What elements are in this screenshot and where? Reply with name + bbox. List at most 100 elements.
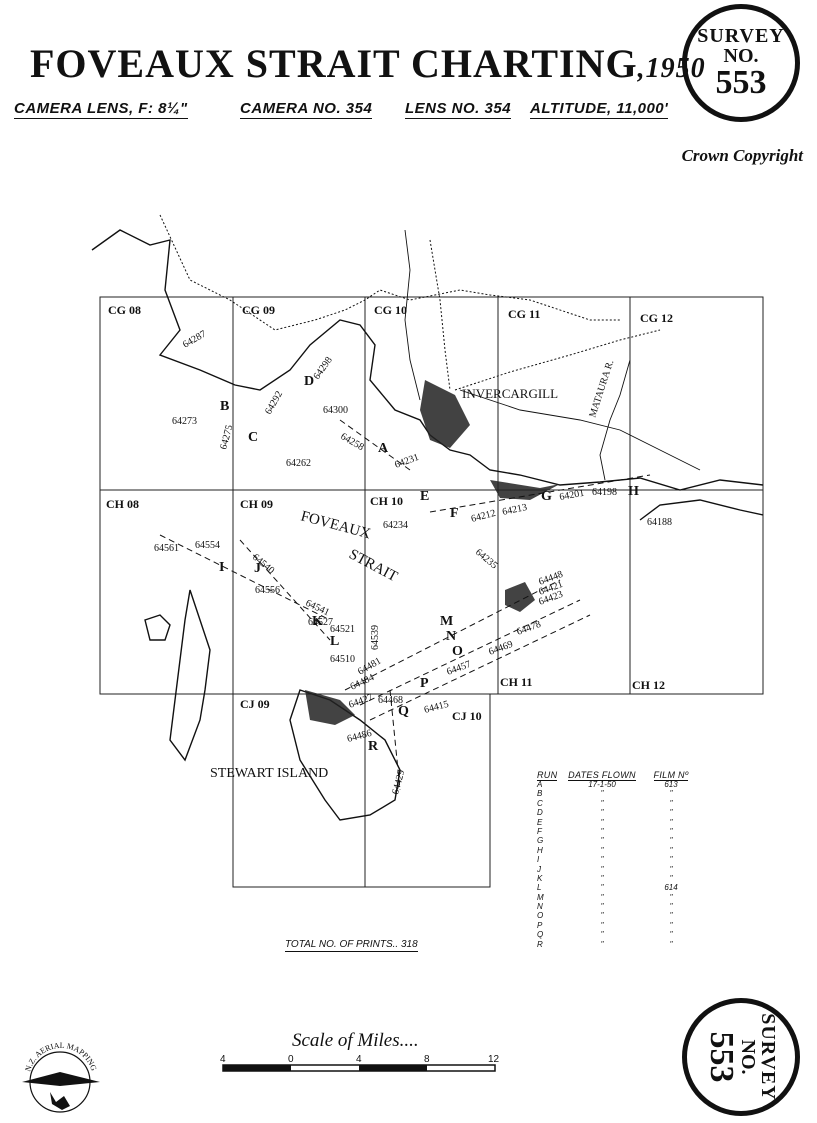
stewart-island-coast [289,689,401,821]
date-cell: " [600,808,604,818]
mataura-river [599,359,631,481]
lens-no-label: LENS NO. 354 [405,100,512,119]
photo-number: 64510 [330,654,355,665]
run-r-line [389,689,401,791]
run-cell: R [537,939,543,949]
film-cell: " [669,845,673,855]
photo-number: 64235 [473,547,499,571]
photo-number: 64287 [181,329,208,351]
date-cell: " [600,873,604,883]
run-table-row: D"" [525,808,715,817]
photo-number: 64554 [195,540,220,551]
run-letter: G [541,489,552,504]
run-cell: I [537,855,540,865]
film-cell: " [669,892,673,902]
film-cell: " [669,902,673,912]
run-letter: P [420,676,429,691]
run-cell: M [537,892,544,902]
photo-number: 64262 [286,458,311,469]
scale-tick: 8 [424,1054,430,1065]
photo-number: 64273 [172,416,197,427]
grid-frame [99,296,764,695]
aerial-mapping-logo: N.Z. AERIAL MAPPING LTD. [12,1030,100,1113]
railway-line-north [429,239,451,391]
west-coast-fragment [169,589,211,762]
seal-no-text: NO. [723,45,759,67]
run-f-g-h-line [429,474,651,513]
southland-coast [91,229,764,491]
run-letter: H [628,484,639,499]
run-letter: M [440,614,453,629]
run-table-row: C"" [525,799,715,808]
photo-number: 64415 [423,699,450,716]
date-cell: " [600,836,604,846]
photo-number: 64234 [383,520,408,531]
run-letter: Q [398,704,409,719]
date-cell: " [600,939,604,949]
railway-line [159,214,620,331]
flight-lines [159,419,651,791]
island-shade [505,582,535,612]
photo-number: 64521 [330,624,355,635]
photo-number: 64300 [323,405,348,416]
sheet-label: CG 10 [374,303,407,317]
film-cell: 614 [664,883,678,893]
seal-number: 553 [715,64,767,101]
sheet-label: CG 09 [242,303,275,317]
run-letter: E [420,489,429,504]
date-cell: " [600,892,604,902]
survey-seal-top: SURVEY NO. 553 [682,4,800,122]
film-cell: 613 [664,780,678,789]
sheet-label: CH 09 [240,497,273,511]
crown-copyright: Crown Copyright [681,146,803,165]
place-invercargill: INVERCARGILL [462,386,558,401]
run-a-e-line [339,419,411,471]
run-cell: E [537,817,543,827]
photo-number: 64561 [154,543,179,554]
photo-number: 64468 [378,695,403,706]
seal-survey-text: SURVEY [697,25,785,47]
roads-rivers [404,229,701,481]
scale-tick: 4 [220,1054,226,1065]
sheet-label: CH 10 [370,494,403,508]
date-cell: " [600,789,604,799]
run-cell: A [537,780,543,789]
photo-number: 64213 [501,502,528,518]
sheet-label: CG 11 [508,307,540,321]
seal-survey-text: SURVEY [757,1013,779,1101]
date-cell: " [600,855,604,865]
header-film: FILM Nº [653,770,689,781]
run-letter: B [220,399,229,414]
run-table-row: B"" [525,789,715,798]
run-table-header: RUN DATES FLOWN FILM Nº [525,770,715,781]
sheet-label: CG 08 [108,303,141,317]
film-cell: " [669,864,673,874]
run-table-row: R"" [525,940,715,949]
run-o-line [369,614,591,721]
run-cell: Q [537,930,544,940]
run-cell: D [537,808,543,818]
run-cell: G [537,836,544,846]
film-cell: " [669,789,673,799]
photo-number: 64429 [390,769,407,796]
bay-shade [490,480,560,500]
altitude-label: ALTITUDE, 11,000' [530,100,669,119]
date-cell: " [600,920,604,930]
run-letter: L [330,634,339,649]
road [459,389,701,471]
film-cell: " [669,817,673,827]
header-dates: DATES FLOWN [568,770,636,781]
scale-tick: 0 [288,1054,294,1065]
film-cell: " [669,920,673,930]
photo-number: 64527 [308,617,333,628]
scale-bar [222,1064,496,1072]
run-letter: I [219,560,224,575]
run-cell: C [537,798,543,808]
sheet-label: CJ 10 [452,709,482,723]
run-letter: N [446,629,456,644]
date-cell: " [600,883,604,893]
photo-number: 64427 [347,692,374,711]
run-letter: F [450,506,459,521]
